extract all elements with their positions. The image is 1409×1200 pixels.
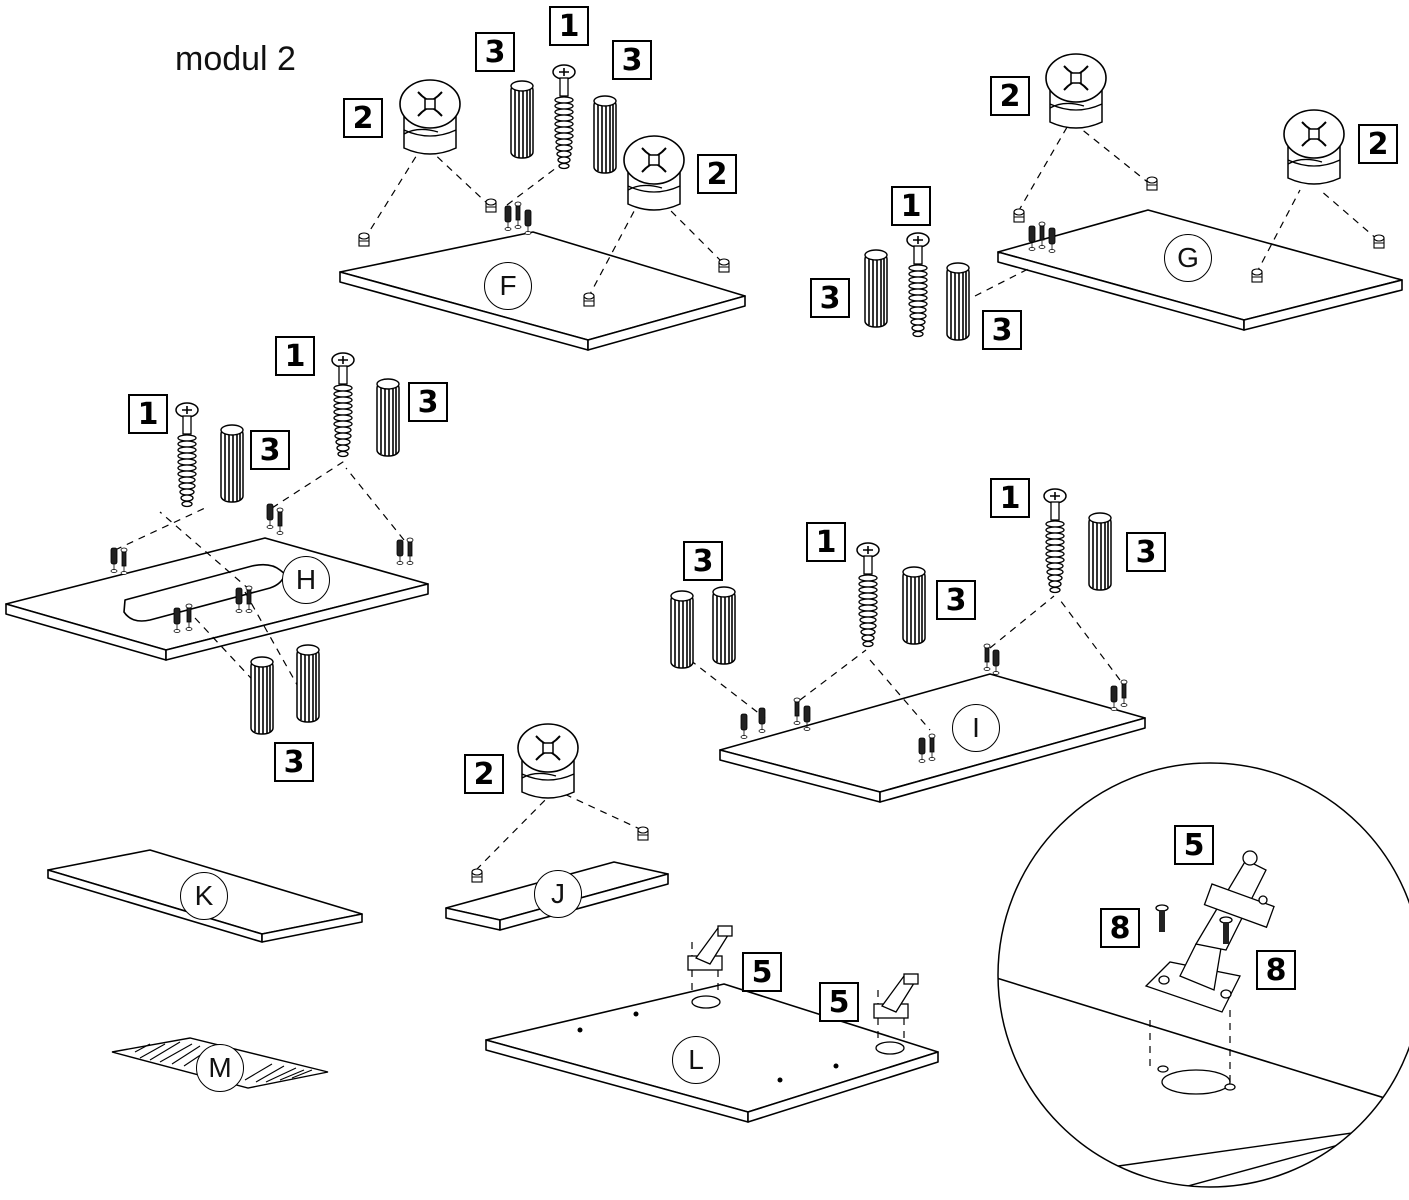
cam-bolt-icon [331,352,355,458]
part-number-box: 2 [464,754,504,794]
panel-label-H: H [282,556,330,604]
panel-H-group [5,352,429,735]
part-number-box: 1 [806,522,846,562]
hinge-icon [687,925,733,994]
part-number-box: 1 [128,394,168,434]
cam-bolt-icon [856,542,880,648]
part-number-box: 3 [250,430,290,470]
dowel-icon [712,586,736,665]
part-number-box: 2 [697,154,737,194]
part-number-box: 3 [1126,532,1166,572]
dowel-icon [220,424,244,503]
module-title: modul 2 [175,40,296,78]
cam-lock-icon [517,723,579,799]
part-number-box: 5 [1174,825,1214,865]
part-number-box: 3 [936,580,976,620]
part-number-box: 1 [990,478,1030,518]
panel-I-group [670,488,1146,803]
dowel-icon [250,656,274,735]
cam-bolt-icon [552,64,576,170]
part-number-box: 3 [475,32,515,72]
panel-label-K: K [180,872,228,920]
screw-icon [1219,916,1233,944]
hinge-icon [873,973,919,1042]
dowel-icon [946,262,970,341]
dowel-icon [902,566,926,645]
part-number-box: 8 [1256,950,1296,990]
cam-bolt-icon [175,402,199,508]
panel-G-group [864,53,1403,341]
part-number-box: 5 [819,982,859,1022]
cam-bolt-icon [906,232,930,338]
cam-bolt-icon [1043,488,1067,594]
dowel-icon [510,80,534,159]
panel-label-F: F [484,262,532,310]
part-number-box: 3 [683,541,723,581]
part-number-box: 3 [408,382,448,422]
part-number-box: 2 [990,76,1030,116]
panel-label-I: I [952,704,1000,752]
panel-label-L: L [672,1036,720,1084]
panel-label-G: G [1164,234,1212,282]
dowel-icon [376,378,400,457]
cam-lock-icon [399,79,461,155]
cam-lock-icon [1283,109,1345,185]
screw-icon [1155,904,1169,932]
panel-L-group [485,925,939,1123]
panel-F-group [339,64,746,351]
cam-lock-icon [1045,53,1107,129]
part-number-box: 3 [810,278,850,318]
dowel-icon [593,95,617,174]
part-number-box: 3 [982,310,1022,350]
part-number-box: 8 [1100,908,1140,948]
part-number-box: 2 [1358,124,1398,164]
part-number-box: 1 [549,6,589,46]
part-number-box: 1 [891,186,931,226]
part-number-box: 3 [612,40,652,80]
cam-lock-icon [623,135,685,211]
panel-label-J: J [534,870,582,918]
dowel-icon [670,590,694,669]
hinge-detail-group [997,762,1409,1188]
dowel-icon [1088,512,1112,591]
part-number-box: 2 [343,98,383,138]
dowel-icon [296,644,320,723]
dowel-icon [864,249,888,328]
hinge-icon [1144,850,1275,1013]
part-number-box: 1 [275,336,315,376]
part-number-box: 5 [742,952,782,992]
part-number-box: 3 [274,742,314,782]
panel-label-M: M [196,1044,244,1092]
